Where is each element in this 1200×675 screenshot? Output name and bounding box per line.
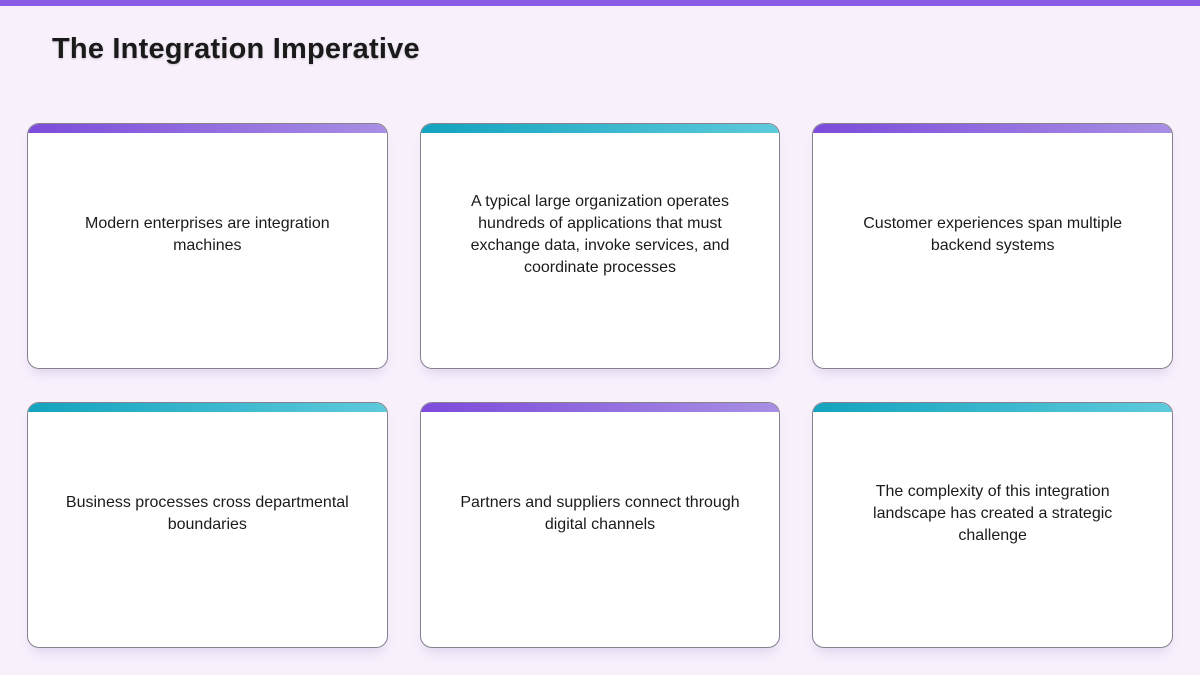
card-accent-bar [420,124,780,133]
card-text: Partners and suppliers connect through d… [460,493,740,533]
card-accent-bar [28,124,387,133]
card-text: The complexity of this integration lands… [873,482,1113,544]
top-accent-bar [0,0,1200,6]
card-text: A typical large organization operates hu… [470,192,730,276]
card-body: Partners and suppliers connect through d… [421,412,780,647]
card-body: The complexity of this integration lands… [813,412,1172,647]
slide: The Integration Imperative Modern enterp… [0,33,1200,648]
card-text: Business processes cross departmental bo… [65,493,349,533]
card-text: Customer experiences span multiple backe… [863,214,1123,254]
page-title: The Integration Imperative [52,33,420,65]
card-grid: Modern enterprises are integration machi… [27,123,1173,648]
card-customer-experiences: Customer experiences span multiple backe… [812,123,1173,369]
card-accent-bar [813,403,1172,412]
card-strategic-challenge: The complexity of this integration lands… [812,402,1173,648]
card-body: A typical large organization operates hu… [421,133,780,368]
card-text: Modern enterprises are integration machi… [85,214,330,254]
card-accent-bar [28,403,387,412]
card-body: Customer experiences span multiple backe… [813,133,1172,368]
card-body: Modern enterprises are integration machi… [28,133,387,368]
card-integration-machines: Modern enterprises are integration machi… [27,123,388,369]
card-hundreds-of-applications: A typical large organization operates hu… [419,123,781,369]
card-accent-bar [813,124,1172,133]
card-business-processes: Business processes cross departmental bo… [27,402,388,648]
card-accent-bar [420,403,780,412]
card-partners-suppliers: Partners and suppliers connect through d… [419,402,781,648]
card-body: Business processes cross departmental bo… [28,412,387,647]
